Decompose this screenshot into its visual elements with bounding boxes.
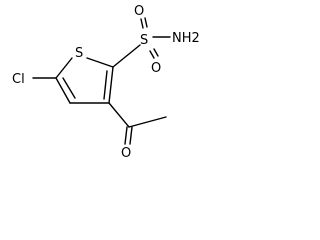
bond-s1-c2 xyxy=(86,57,114,68)
bond-c4-c5-inner xyxy=(62,77,76,99)
sulfonyl-oxygen-top-label: O xyxy=(134,4,144,19)
sulfonyl-oxygen-bottom-label: O xyxy=(151,61,161,76)
bond-c2-sulfonyl xyxy=(112,44,141,68)
sulfonamide-group xyxy=(112,17,171,68)
bond-sulfonyl-o-bottom-b xyxy=(153,48,159,57)
bond-c5-s1 xyxy=(55,57,73,79)
amine-label: NH2 xyxy=(172,31,200,46)
bond-sulfonyl-o-bottom-a xyxy=(149,50,155,59)
acetyl-group xyxy=(108,102,167,145)
bond-carbonyl-oxygen-a xyxy=(124,126,128,145)
molecule-diagram: S S O O NH2 Cl O xyxy=(12,4,200,161)
bond-c4-c5 xyxy=(55,77,71,104)
bond-c2-c3-inner xyxy=(103,70,108,100)
bond-sulfonyl-o-top-a xyxy=(140,18,144,29)
bond-c3-carbonyl xyxy=(108,102,130,128)
chlorine-label: Cl xyxy=(12,72,25,87)
bond-sulfonyl-o-top-b xyxy=(144,17,148,28)
carbonyl-oxygen-label: O xyxy=(121,146,131,161)
sulfonyl-sulfur-label: S xyxy=(140,33,148,48)
ring-sulfur-label: S xyxy=(75,46,83,61)
thiophene-ring xyxy=(55,57,114,104)
bond-c2-c3 xyxy=(108,66,114,104)
bond-carbonyl-methyl xyxy=(128,116,167,128)
bond-carbonyl-oxygen-b xyxy=(129,126,133,145)
